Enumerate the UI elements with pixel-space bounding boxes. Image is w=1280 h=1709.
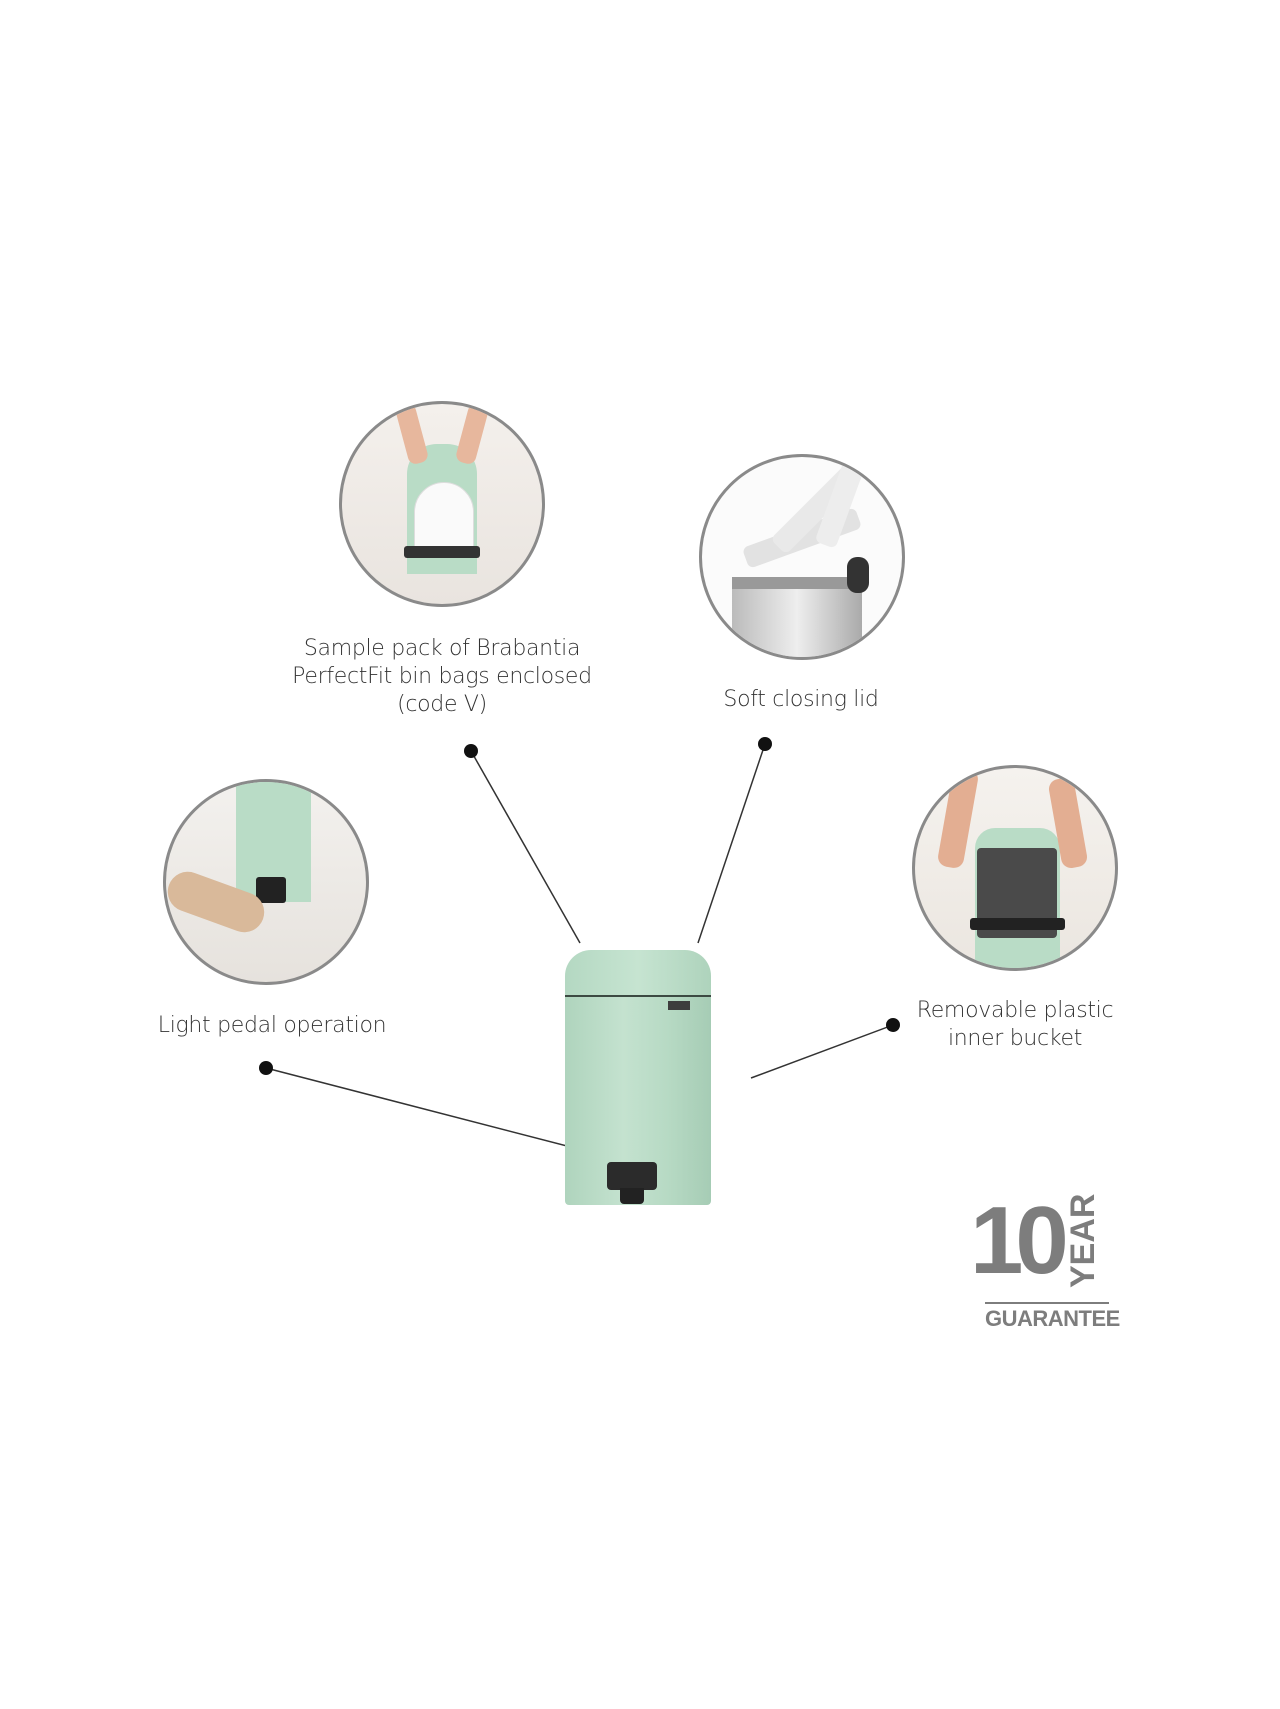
pedal-photo — [163, 779, 369, 985]
bin-lid — [565, 950, 711, 996]
feature-label-bucket: Removable plastic inner bucket — [917, 997, 1114, 1053]
callout-line-pedal — [265, 1067, 622, 1161]
feature-label-pedal: Light pedal operation — [158, 1012, 387, 1040]
callout-line-lid — [697, 743, 766, 944]
callout-dot-bucket — [886, 1018, 900, 1032]
inner-bucket-photo — [912, 765, 1118, 971]
callout-line-bags — [470, 750, 581, 944]
callout-dot-pedal — [259, 1061, 273, 1075]
label-line: Removable plastic — [916, 998, 1114, 1023]
callout-dot-lid — [758, 737, 772, 751]
feature-label-lid: Soft closing lid — [723, 686, 878, 714]
label-line: Sample pack of Brabantia — [303, 636, 581, 661]
bin-bags-photo — [339, 401, 545, 607]
callout-line-bucket — [750, 1024, 894, 1079]
label-line: Light pedal operation — [157, 1013, 387, 1038]
label-line: (code V) — [397, 692, 487, 717]
guarantee-badge: 10 YEAR GUARANTEE — [970, 1187, 1120, 1335]
guarantee-word: GUARANTEE — [985, 1306, 1120, 1331]
pedal-bin — [565, 950, 711, 1208]
label-line: Soft closing lid — [723, 687, 879, 712]
callout-dot-bags — [464, 744, 478, 758]
label-line: inner bucket — [947, 1026, 1083, 1051]
brand-badge — [668, 1001, 690, 1010]
feature-label-bags: Sample pack of Brabantia PerfectFit bin … — [292, 635, 592, 719]
pedal[interactable] — [607, 1162, 657, 1190]
guarantee-unit: YEAR — [1064, 1193, 1102, 1288]
label-line: PerfectFit bin bags enclosed — [292, 664, 592, 689]
soft-closing-lid-photo — [699, 454, 905, 660]
guarantee-number: 10 — [970, 1187, 1069, 1294]
